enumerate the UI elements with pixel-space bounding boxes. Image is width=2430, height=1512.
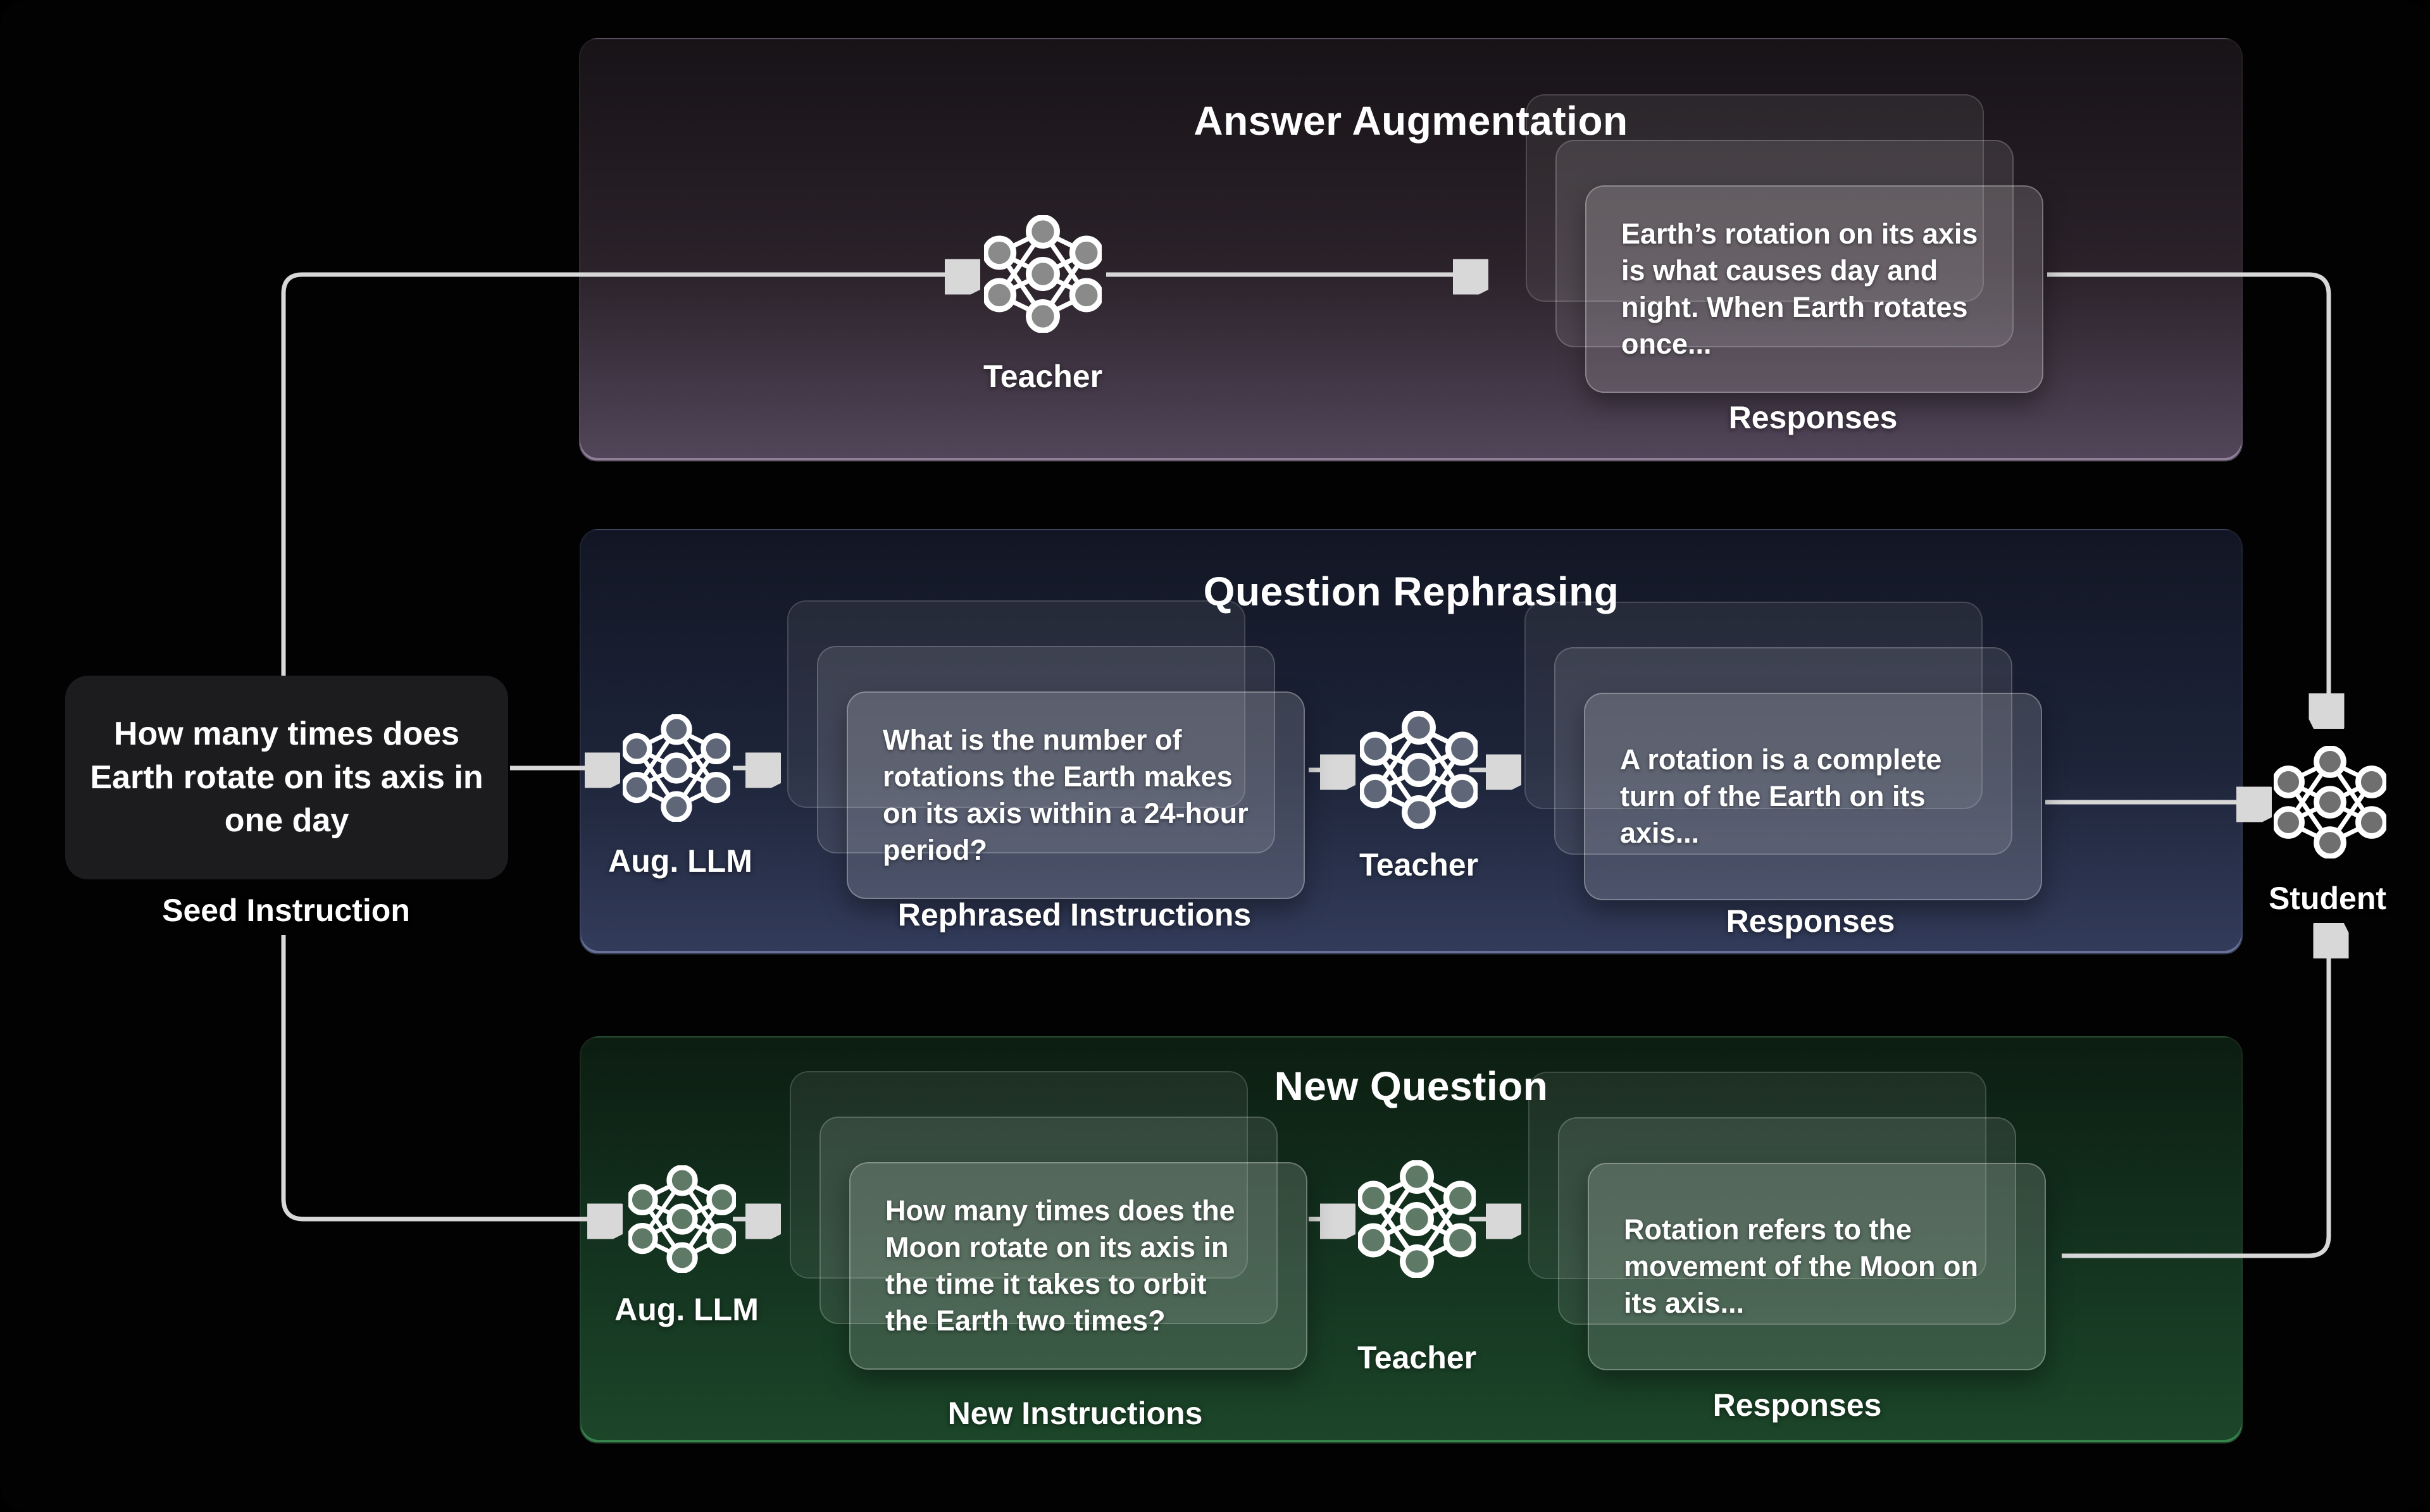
response-card-middle [1554,647,2012,855]
response-card-front: Rotation refers to the movement of the M… [1588,1163,2046,1370]
responses-card-stack-nq: Rotation refers to the movement of the M… [1528,1072,2046,1370]
response-text-qr: A rotation is a complete turn of the Ear… [1620,743,1942,850]
aug-llm-network-icon-nq [628,1165,736,1273]
instruction-text-qr: What is the number of rotations the Eart… [883,723,1249,867]
instructions-card-stack-qr: What is the number of rotations the Eart… [787,600,1305,899]
responses-label-aa: Responses [1728,400,1898,435]
instructions-card-stack-nq: How many times does the Moon rotate on i… [790,1071,1307,1370]
instruction-card-middle [819,1117,1278,1324]
student-label: Student [2268,881,2387,916]
responses-label-nq: Responses [1712,1387,1882,1423]
aug-llm-label-qr: Aug. LLM [608,843,752,879]
response-card-middle [1558,1117,2016,1325]
teacher-label-nq: Teacher [1357,1340,1477,1375]
teacher-label-qr: Teacher [1359,847,1479,883]
seed-instruction-label: Seed Instruction [162,893,410,928]
seed-instruction-text: How many times does Earth rotate on its … [90,716,483,840]
panel-new-question: New Question [580,1036,2243,1444]
instruction-card-middle [817,646,1275,853]
new-instructions-label: New Instructions [947,1396,1203,1431]
responses-card-stack-aa: Earth’s rotation on its axis is what cau… [1526,94,2043,393]
student-network-icon [2274,746,2386,858]
instruction-text-nq: How many times does the Moon rotate on i… [885,1194,1235,1337]
seed-instruction-box: How many times does Earth rotate on its … [65,676,508,879]
teacher-network-icon-aa [984,215,1102,333]
instruction-card-back [787,600,1245,808]
response-card-front: A rotation is a complete turn of the Ear… [1584,693,2042,900]
response-card-middle [1555,140,2014,347]
responses-card-stack-qr: A rotation is a complete turn of the Ear… [1524,602,2042,900]
instruction-card-front: What is the number of rotations the Eart… [847,691,1305,899]
aug-llm-label-nq: Aug. LLM [614,1292,759,1327]
teacher-label-aa: Teacher [983,359,1103,394]
panel-title-new-question: New Question [1274,1063,1548,1109]
panel-title-answer-augmentation: Answer Augmentation [1193,98,1628,144]
response-text-aa: Earth’s rotation on its axis is what cau… [1621,217,1978,361]
panel-title-question-rephrasing: Question Rephrasing [1203,569,1619,614]
teacher-network-icon-qr [1360,711,1478,829]
instruction-card-front: How many times does the Moon rotate on i… [849,1162,1307,1370]
connector-seed-to-new-question [281,935,614,1219]
response-text-nq: Rotation refers to the movement of the M… [1624,1213,1978,1320]
teacher-network-icon-nq [1358,1160,1476,1278]
response-card-front: Earth’s rotation on its axis is what cau… [1585,185,2043,393]
responses-label-qr: Responses [1726,903,1895,939]
aug-llm-network-icon-qr [623,714,730,822]
rephrased-instructions-label: Rephrased Instructions [897,897,1252,933]
